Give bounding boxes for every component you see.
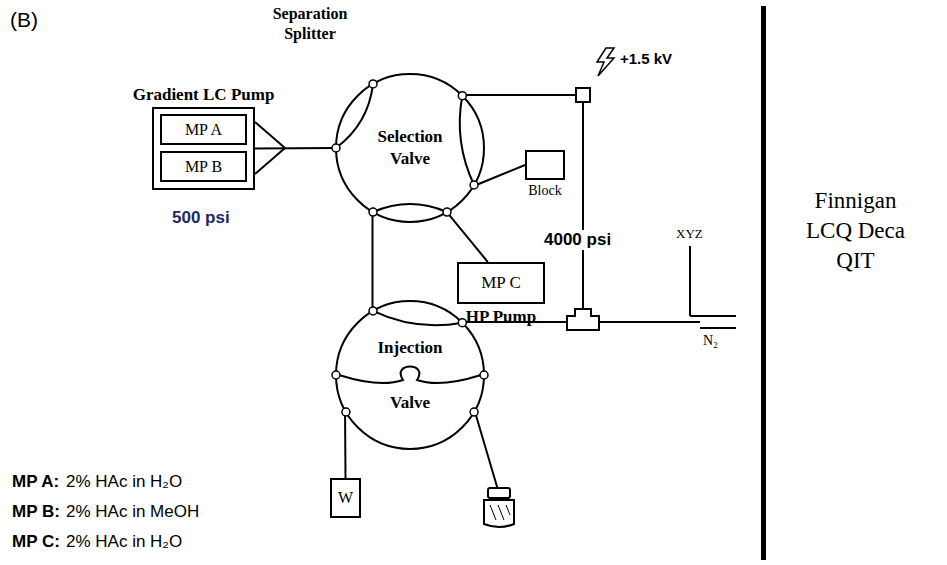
valve-port <box>342 408 350 416</box>
valve-port <box>458 92 466 100</box>
valve-port <box>458 319 466 327</box>
xyz-stage-post <box>689 246 691 316</box>
node-text: Injection Valve <box>365 320 455 430</box>
valve-body <box>336 74 484 222</box>
mobile-phase-box: MP B <box>160 151 247 182</box>
valve-outline <box>335 300 485 450</box>
vial-line <box>475 412 498 490</box>
legend-value: 2% HAc in MeOH <box>66 502 199 522</box>
valve-port <box>443 208 451 216</box>
injection-valve: Injection Valve <box>335 300 485 450</box>
nebulizer-tube <box>690 315 736 317</box>
hp-pump-box: MP CHP Pump <box>457 262 545 304</box>
sample-loop <box>339 367 481 384</box>
node-text: MP C <box>481 273 521 293</box>
legend-key: MP C: <box>12 532 60 552</box>
valve-port <box>369 80 377 88</box>
valve-channel <box>336 84 373 148</box>
mobile-phase-box: MP A <box>160 114 247 145</box>
ms-inlet-wall <box>761 6 766 560</box>
sample-vial <box>484 488 514 527</box>
node-text: Gradient LC Pump <box>133 85 275 105</box>
valve-port <box>470 408 478 416</box>
node-text: Block <box>528 183 561 199</box>
splitter-tee <box>576 88 590 102</box>
vial-body <box>484 500 514 527</box>
waste-box: W <box>330 478 361 518</box>
selection-valve: Selection Valve <box>335 73 485 223</box>
tubing-connector <box>372 213 374 310</box>
valve-body <box>336 301 484 449</box>
valve-channel <box>373 311 462 325</box>
tubing-connector <box>255 147 335 150</box>
legend-key: MP A: <box>12 472 59 492</box>
pressure-label: 500 psi <box>172 208 230 228</box>
valve-port <box>480 371 488 379</box>
vial-label <box>490 505 510 520</box>
split-line <box>582 102 584 313</box>
instrument-label: Finnigan LCQ Deca QIT <box>793 186 918 276</box>
valve-channel <box>460 96 474 185</box>
valve-port <box>369 307 377 315</box>
tubing-connector <box>475 165 525 186</box>
legend-value: 2% HAc in H₂O <box>66 532 182 552</box>
gas-label: N₂ <box>703 333 718 349</box>
mixing-tee <box>567 309 599 330</box>
node-text: Selection Valve <box>365 126 455 170</box>
voltage-label: +1.5 kV <box>620 50 672 67</box>
node-text: MP B <box>185 158 222 176</box>
valve-port <box>470 181 478 189</box>
component-label: Separation Splitter <box>250 4 370 44</box>
vial-cap <box>488 488 510 498</box>
valve-port <box>332 371 340 379</box>
nebulizer-tube <box>700 327 736 329</box>
valve-outline <box>335 73 485 223</box>
node-text: MP A <box>185 121 222 139</box>
mixer-line <box>255 148 285 174</box>
pressure-label: 4000 psi <box>542 230 613 250</box>
valve-port <box>332 144 340 152</box>
valve-channel <box>373 204 447 212</box>
emitter-line <box>599 321 700 323</box>
splitter-line <box>463 94 576 96</box>
legend-value: 2% HAc in H₂O <box>66 472 182 492</box>
block-plug: Block <box>525 150 565 180</box>
pump-box: Gradient LC PumpMP AMP B <box>152 107 255 190</box>
legend-key: MP B: <box>12 502 60 522</box>
stage-label: XYZ <box>676 226 703 242</box>
node-text: W <box>338 489 353 507</box>
mixer-line <box>255 122 285 148</box>
panel-letter: (B) <box>10 8 38 32</box>
valve-port <box>369 208 377 216</box>
node-text: HP Pump <box>466 307 536 327</box>
tubing-connector <box>344 413 346 479</box>
tubing-connector <box>448 213 488 262</box>
lightning-bolt <box>597 48 614 76</box>
